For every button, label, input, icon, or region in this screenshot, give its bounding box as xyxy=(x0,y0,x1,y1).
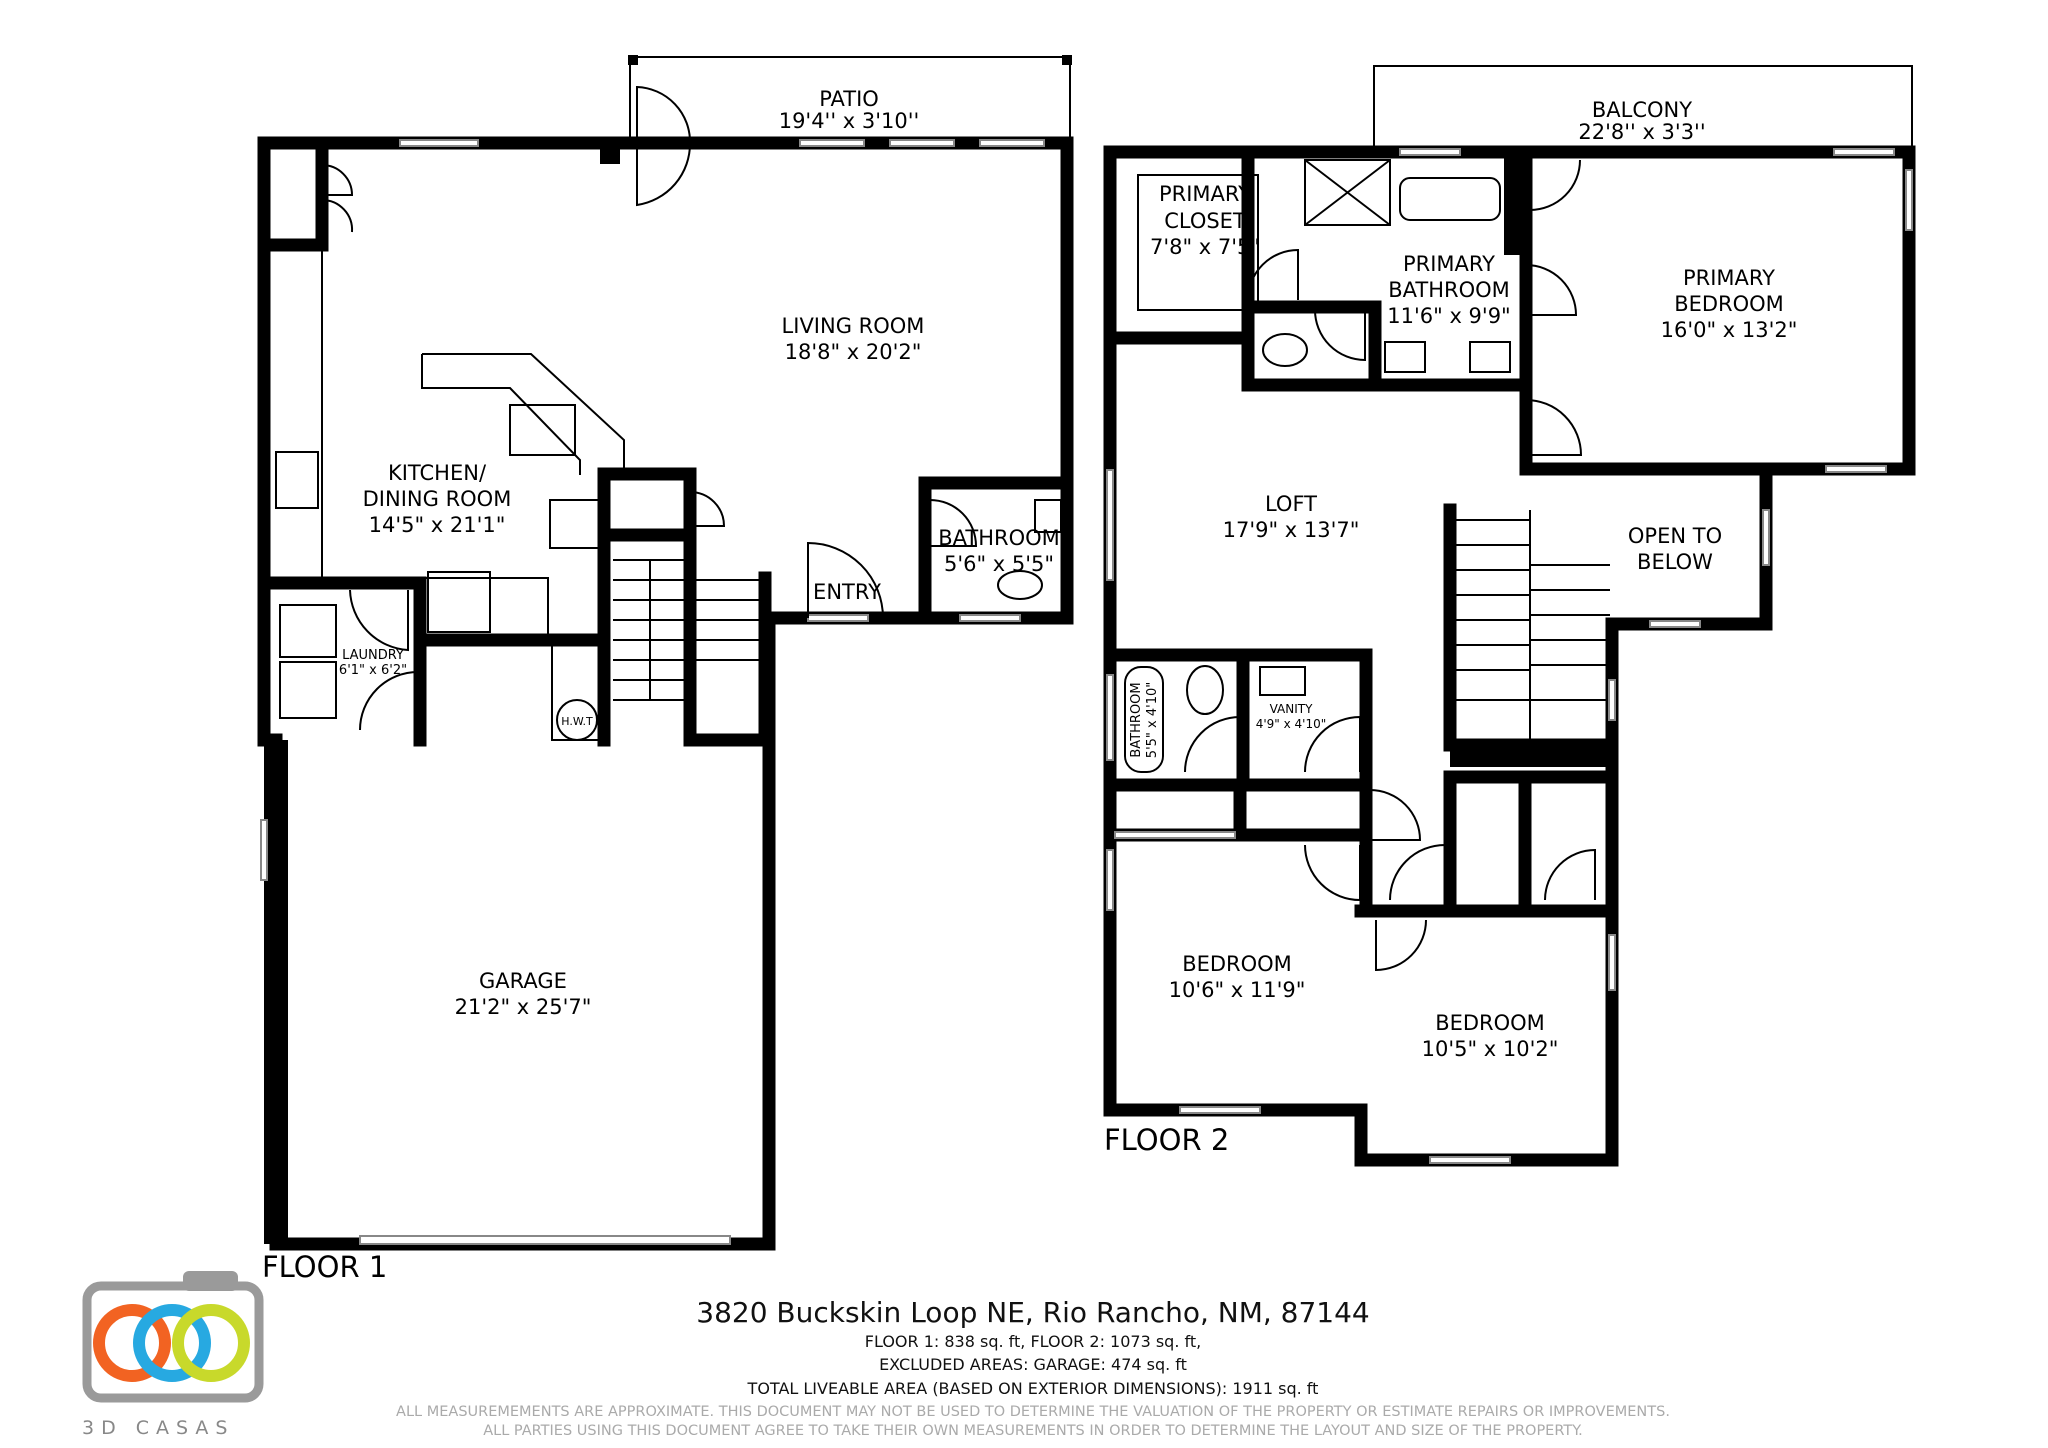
logo-brand: 3D CASAS xyxy=(82,1417,235,1439)
floor1-walls xyxy=(257,55,1074,1251)
bedroom2-label: BEDROOM xyxy=(1435,1011,1545,1035)
footer: 3820 Buckskin Loop NE, Rio Rancho, NM, 8… xyxy=(396,1296,1670,1439)
logo: 3D CASAS xyxy=(82,1271,264,1439)
hwt-label: H.W.T xyxy=(561,715,593,728)
balcony-outline xyxy=(1373,65,1913,152)
bedroom1-dim: 10'6" x 11'9" xyxy=(1169,978,1306,1002)
bathtub-icon xyxy=(1124,666,1164,773)
logo-green-ring xyxy=(172,1304,250,1382)
bathroom-dim: 5'6" x 5'5" xyxy=(944,552,1054,576)
living-room-dim: 18'8" x 20'2" xyxy=(785,340,922,364)
disclaimer-line1: ALL MEASUREMEMENTS ARE APPROXIMATE. THIS… xyxy=(396,1404,1670,1420)
balcony-dim: 22'8'' x 3'3'' xyxy=(1578,120,1705,144)
primary-bedroom-dim: 16'0" x 13'2" xyxy=(1661,318,1798,342)
excluded-areas: EXCLUDED AREAS: GARAGE: 474 sq. ft xyxy=(879,1355,1187,1374)
patio-dim: 19'4'' x 3'10'' xyxy=(779,109,920,133)
address: 3820 Buckskin Loop NE, Rio Rancho, NM, 8… xyxy=(696,1296,1370,1329)
washer-icon xyxy=(279,604,337,658)
floor2-labels: BALCONY 22'8'' x 3'3'' PRIMARY CLOSET 7'… xyxy=(1104,98,1797,1157)
stairs-f2[interactable] xyxy=(1450,510,1610,745)
closet-shelf xyxy=(1137,174,1259,311)
bathroom-f2-dim: 5'5" x 4'10" xyxy=(1145,682,1160,758)
floor1-title: FLOOR 1 xyxy=(262,1250,387,1284)
floor2-title: FLOOR 2 xyxy=(1104,1123,1229,1157)
sink-icon xyxy=(509,404,576,456)
primary-bathroom-label2: BATHROOM xyxy=(1388,278,1510,302)
water-heater-icon xyxy=(556,699,598,741)
patio-door[interactable] xyxy=(636,85,692,207)
bedroom2-dim: 10'5" x 10'2" xyxy=(1422,1037,1559,1061)
logo-blue-ring xyxy=(133,1304,211,1382)
primary-closet-label2: CLOSET xyxy=(1164,209,1246,233)
entry-label: ENTRY xyxy=(813,580,881,604)
bathtub-icon xyxy=(1399,177,1501,221)
loft-label: LOFT xyxy=(1265,492,1317,516)
total-area: TOTAL LIVEABLE AREA (BASED ON EXTERIOR D… xyxy=(747,1379,1319,1398)
patio-outline xyxy=(629,56,1071,143)
kitchen-dim: 14'5" x 21'1" xyxy=(369,513,506,537)
living-room-label: LIVING ROOM xyxy=(782,314,925,338)
laundry-label: LAUNDRY xyxy=(342,648,404,663)
primary-closet-label: PRIMARY xyxy=(1159,182,1251,206)
balcony-label: BALCONY xyxy=(1592,98,1692,122)
entry-door[interactable] xyxy=(807,541,884,619)
stove-icon xyxy=(275,451,319,509)
kitchen-counter xyxy=(421,353,625,475)
logo-orange-ring xyxy=(93,1304,171,1382)
shower-icon xyxy=(1304,159,1391,226)
floor-areas: FLOOR 1: 838 sq. ft, FLOOR 2: 1073 sq. f… xyxy=(865,1332,1201,1351)
dryer-icon xyxy=(279,661,337,719)
floor1-labels: PATIO 19'4'' x 3'10'' LIVING ROOM 18'8" … xyxy=(262,87,1060,1284)
patio-label: PATIO xyxy=(819,87,879,111)
vanity-label: VANITY xyxy=(1270,702,1313,716)
primary-bedroom-label: PRIMARY xyxy=(1683,266,1775,290)
garage-dim: 21'2" x 25'7" xyxy=(455,995,592,1019)
kitchen-label: KITCHEN/ xyxy=(388,461,487,485)
open-below-label: OPEN TO xyxy=(1628,524,1722,548)
bedroom1-label: BEDROOM xyxy=(1182,952,1292,976)
loft-dim: 17'9" x 13'7" xyxy=(1223,518,1360,542)
floor2-walls xyxy=(1103,65,1916,1167)
toilet-icon xyxy=(1262,333,1308,367)
open-below-label2: BELOW xyxy=(1637,550,1713,574)
laundry-dim: 6'1" x 6'2" xyxy=(339,663,407,678)
primary-bedroom-label2: BEDROOM xyxy=(1674,292,1784,316)
garage-label: GARAGE xyxy=(479,969,567,993)
primary-closet-dim: 7'8" x 7'5" xyxy=(1150,235,1260,259)
vanity-dim: 4'9" x 4'10" xyxy=(1256,717,1327,731)
primary-bathroom-label: PRIMARY xyxy=(1403,252,1495,276)
bathroom-f2-label: BATHROOM xyxy=(1129,682,1144,757)
stairs[interactable] xyxy=(613,559,765,701)
disclaimer-line2: ALL PARTIES USING THIS DOCUMENT AGREE TO… xyxy=(483,1423,1583,1439)
dining-room-label: DINING ROOM xyxy=(363,487,512,511)
bathroom-label: BATHROOM xyxy=(938,526,1060,550)
primary-bathroom-dim: 11'6" x 9'9" xyxy=(1387,304,1510,328)
